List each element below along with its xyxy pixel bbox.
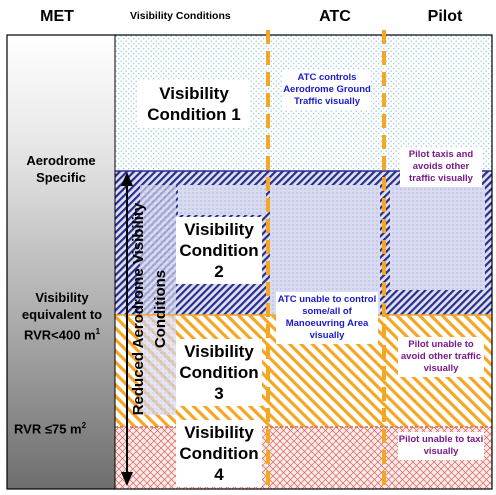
- met-visibility-line3: RVR<400 m1: [10, 323, 114, 343]
- reduced-arrow-down-head: [121, 472, 133, 486]
- header-met: MET: [40, 8, 74, 25]
- vc3-line1: Visibility: [184, 342, 254, 361]
- reduced-arrow-up-head: [121, 172, 133, 186]
- outer-border: [6, 34, 493, 490]
- met-rvr400-text: RVR<400 m: [23, 327, 96, 343]
- vc1-line1: Visibility: [159, 84, 229, 103]
- met-column-gradient: [7, 35, 115, 489]
- atc-unable-note: ATC unable to control some/all of Manoeu…: [276, 292, 378, 344]
- header-pilot: Pilot: [427, 8, 463, 25]
- met-aerodrome-specific: Aerodrome Specific: [26, 153, 96, 185]
- vc2-line3: 2: [214, 262, 224, 281]
- vc4-line3: 4: [214, 465, 224, 484]
- visibility-condition-4: Visibility Condition 4: [176, 420, 262, 487]
- header-visibility-conditions: Visibility Conditions: [130, 10, 231, 22]
- vc4-line2: Condition: [179, 444, 259, 463]
- visibility-condition-3: Visibility Condition 3: [176, 339, 262, 406]
- vc1-line2: Condition 1: [147, 105, 241, 124]
- vc2-line1: Visibility: [184, 220, 254, 239]
- met-rvr75-footnote: 2: [81, 421, 87, 430]
- met-rvr75: RVR ≤75 m2: [14, 417, 114, 437]
- overlay-reduced-column: [140, 185, 176, 415]
- pilot-taxis-note: Pilot taxis and avoids other traffic vis…: [400, 147, 482, 187]
- met-rvr75-text: RVR ≤75 m: [14, 421, 82, 437]
- header-atc: ATC: [319, 8, 351, 25]
- atc-controls-note: ATC controls Aerodrome Ground Traffic vi…: [283, 70, 371, 110]
- reduced-visibility-label: Reduced Aerodrome Visibility Conditions: [130, 202, 169, 416]
- met-visibility-rvr400: Visibility equivalent to RVR<400 m1: [10, 289, 114, 343]
- pilot-unable-avoid-note: Pilot unable to avoid other traffic visu…: [398, 337, 484, 377]
- vc4-line1: Visibility: [184, 423, 254, 442]
- met-rvr400-footnote: 1: [95, 327, 101, 336]
- met-visibility-line1: Visibility: [35, 290, 89, 305]
- met-visibility-line2: equivalent to: [21, 307, 103, 322]
- overlay-vc2-top: [178, 185, 266, 215]
- overlay-pilot-vc2: [390, 185, 485, 290]
- vc3-line2: Condition: [179, 363, 259, 382]
- visibility-condition-1: Visibility Condition 1: [138, 80, 250, 128]
- visibility-condition-2: Visibility Condition 2: [176, 217, 262, 284]
- vc2-line2: Condition: [179, 241, 259, 260]
- pilot-unable-taxi-note: Pilot unable to taxi visually: [398, 432, 484, 460]
- vc3-line3: 3: [214, 384, 224, 403]
